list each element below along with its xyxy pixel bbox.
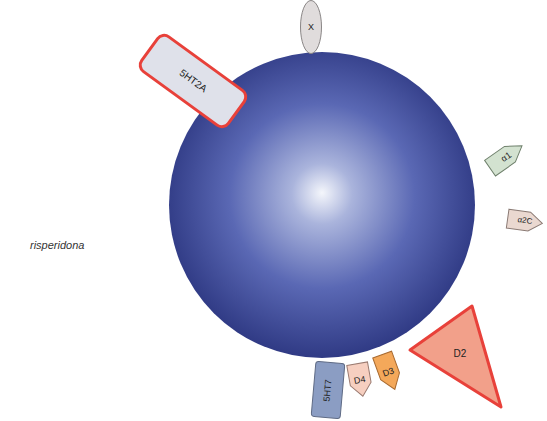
receptor-shape xyxy=(347,362,373,398)
receptor-d3: D3 xyxy=(372,351,405,394)
receptor-shape xyxy=(137,32,249,130)
receptor-label: X xyxy=(308,23,314,32)
receptor-outline xyxy=(400,298,506,412)
receptor-5ht7: 5HT7 xyxy=(311,361,346,419)
drug-name: risperidona xyxy=(30,239,84,251)
receptor-d2: D2 xyxy=(400,298,506,412)
receptor-d4: D4 xyxy=(346,361,374,398)
receptor-alpha1: α1 xyxy=(484,137,528,176)
receptor-shape xyxy=(311,361,345,418)
receptor-shape xyxy=(372,351,403,393)
receptor-label: D2 xyxy=(454,349,467,359)
receptor-shape xyxy=(410,306,501,407)
receptor-shape xyxy=(485,138,528,176)
receptor-alpha2c: α2C xyxy=(506,209,544,234)
receptor-shape xyxy=(506,209,543,233)
receptor-shape xyxy=(301,1,322,54)
receptor-x: X xyxy=(300,0,322,54)
receptor-label: 5HT7 xyxy=(323,379,334,402)
